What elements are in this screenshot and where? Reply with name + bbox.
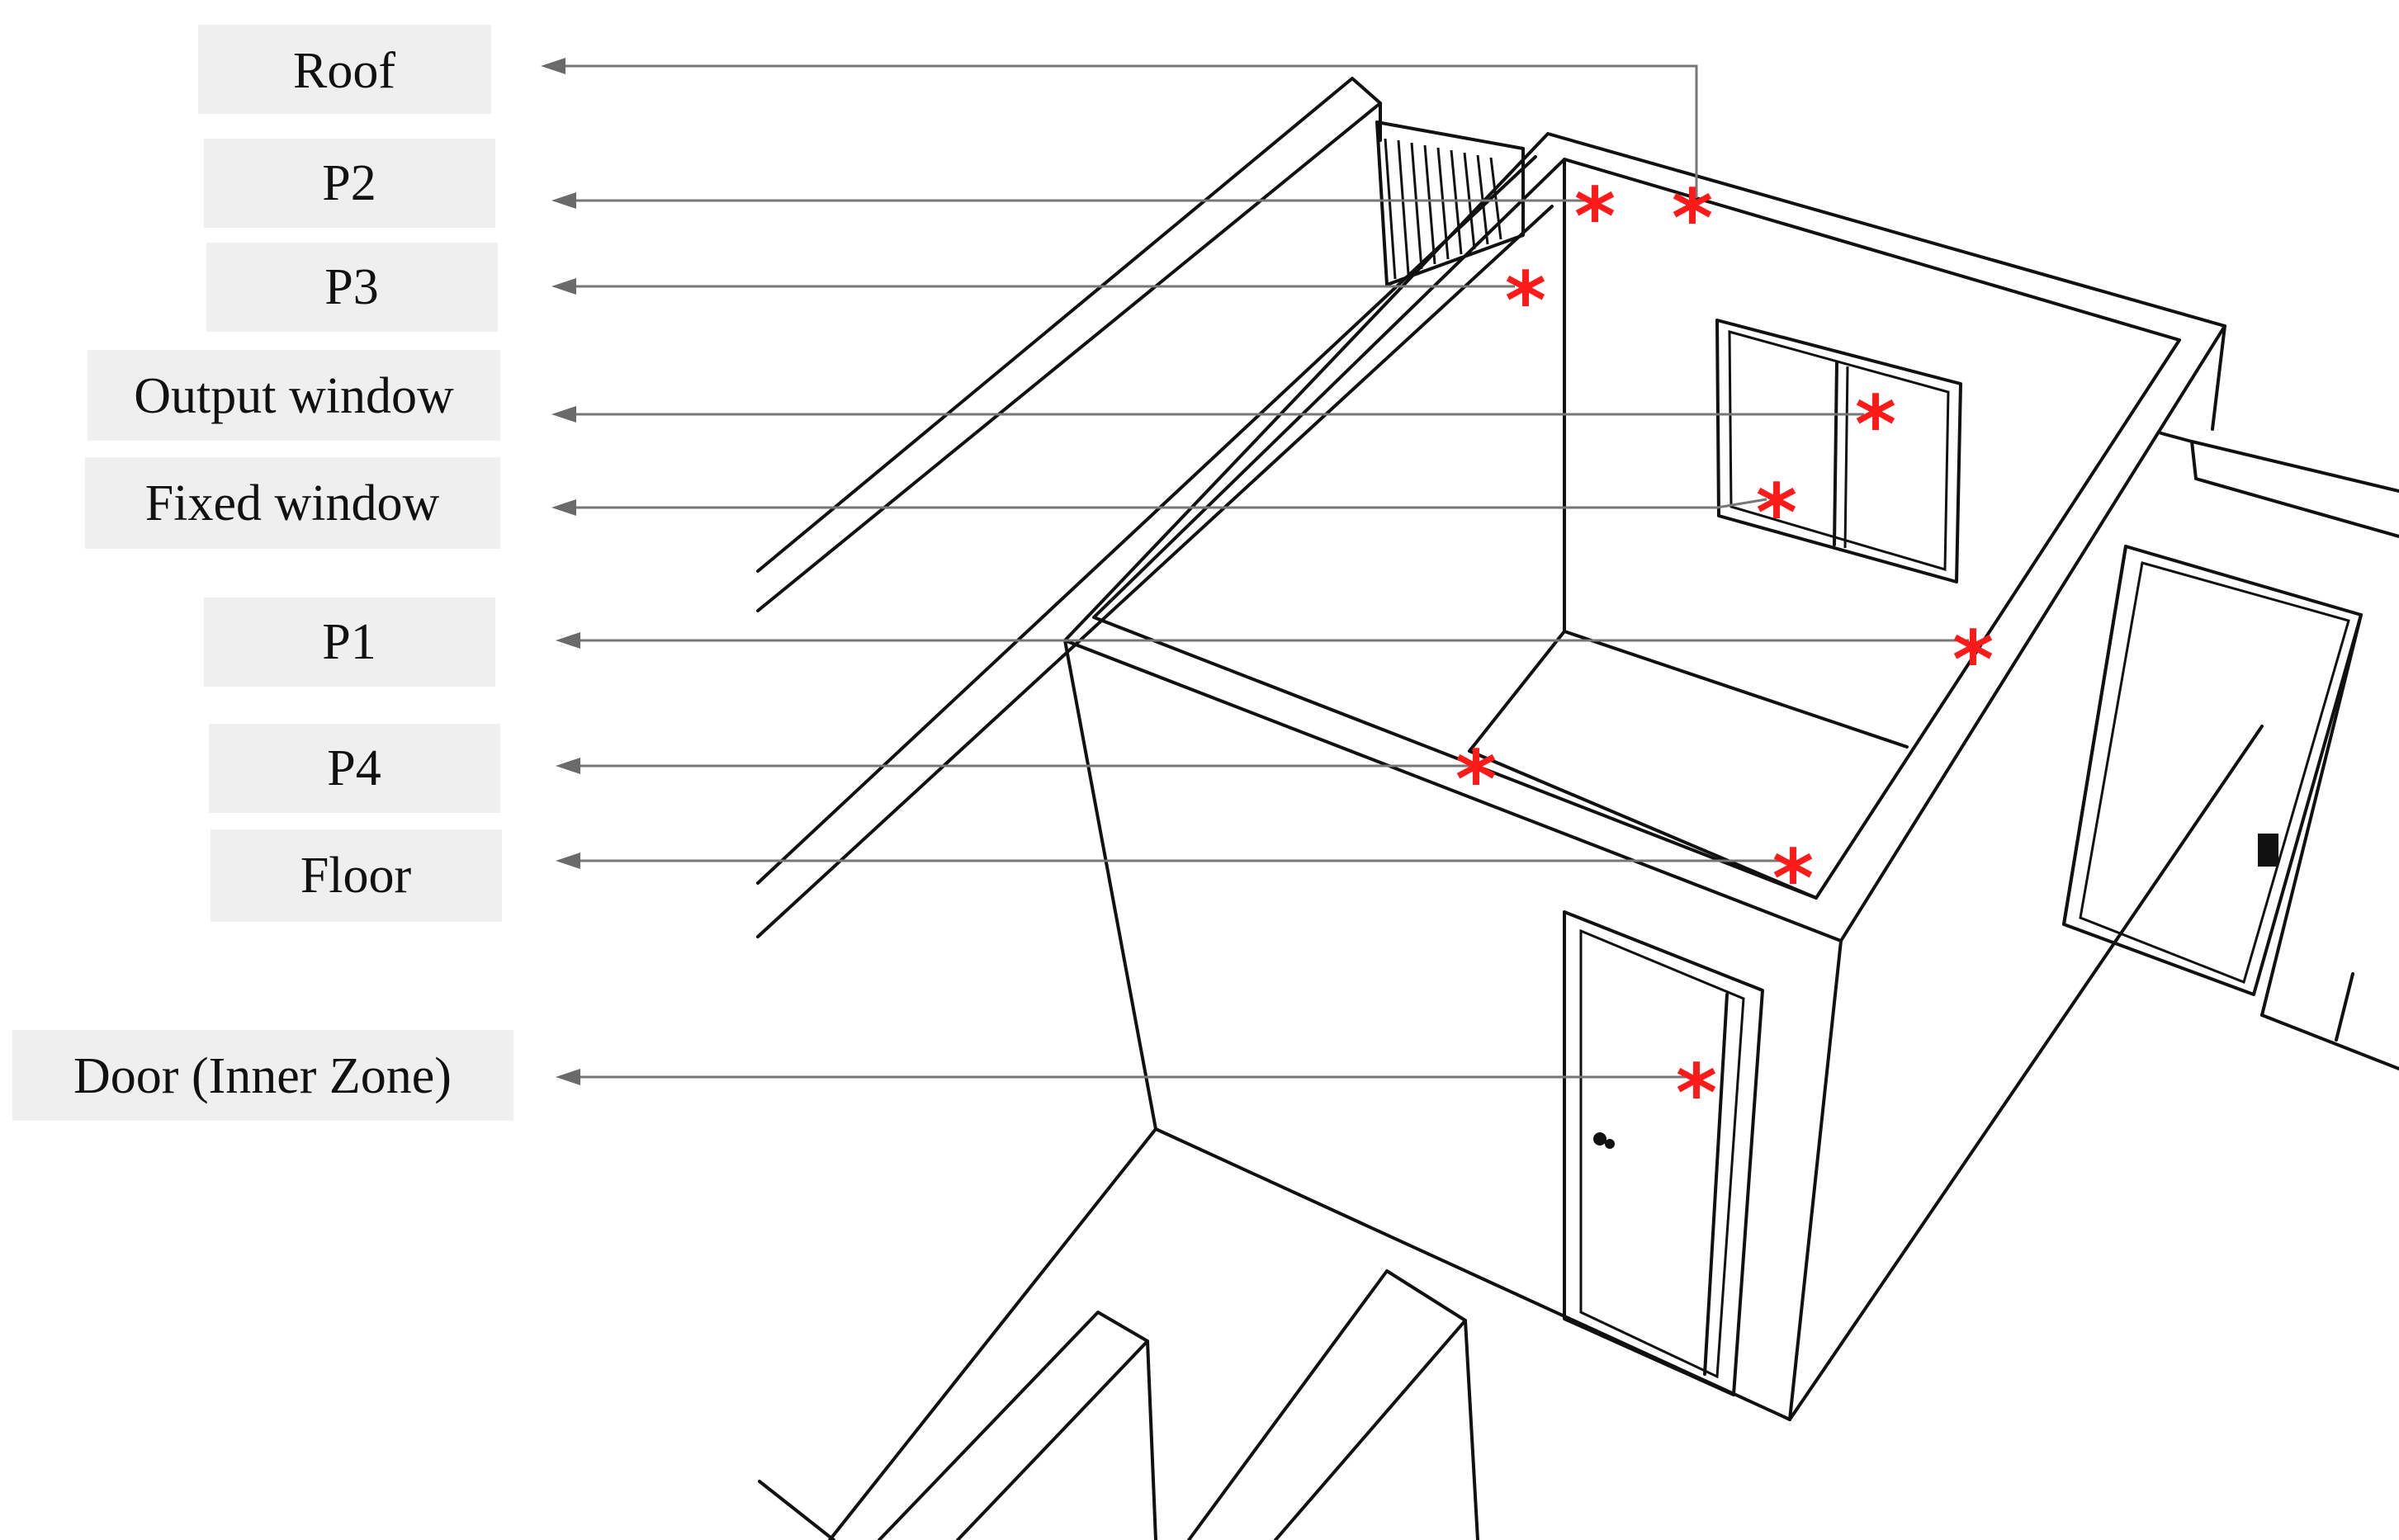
label-p3-text: P3 [324, 259, 378, 315]
arrowhead-output-window [551, 406, 576, 423]
label-floor-text: Floor [300, 848, 412, 904]
label-door-inner-zone-text: Door (Inner Zone) [73, 1048, 452, 1104]
label-p4: P4 [209, 724, 500, 813]
label-fixed-window-text: Fixed window [145, 475, 440, 531]
label-p3: P3 [206, 243, 498, 332]
leader-roof [561, 64, 1698, 198]
marker-fixed-window: * [1756, 467, 1797, 560]
label-p4-text: P4 [327, 740, 381, 796]
label-p2: P2 [204, 139, 495, 228]
window [1715, 319, 1962, 583]
label-fixed-window: Fixed window [85, 457, 500, 549]
marker-p3: * [1505, 255, 1546, 347]
arrowhead-fixed-window [551, 499, 576, 516]
marker-door-inner-zone: * [1676, 1047, 1717, 1140]
room-interior [1468, 158, 1909, 900]
room-top-rim [1063, 132, 2226, 942]
label-roof-text: Roof [293, 43, 395, 99]
marker-floor: * [1772, 833, 1814, 925]
arrowhead-floor [556, 853, 580, 869]
marker-p4: * [1455, 734, 1497, 826]
leader-lines [541, 58, 1969, 1085]
label-door-inner-zone: Door (Inner Zone) [12, 1030, 513, 1121]
label-p1-text: P1 [322, 614, 376, 670]
marker-p1: * [1952, 614, 1994, 706]
marker-p2: * [1574, 171, 1616, 263]
adjacent-room [2062, 432, 2399, 1070]
arrowhead-p1 [556, 632, 580, 649]
label-p2-text: P2 [322, 155, 376, 211]
building-sketch [756, 77, 2399, 1540]
label-output-window: Output window [88, 350, 500, 441]
arrowhead-p3 [551, 278, 576, 295]
label-p1: P1 [204, 598, 495, 687]
front-door [1563, 910, 1764, 1396]
label-floor: Floor [211, 829, 502, 922]
labels: Roof P2 P3 Output window Fixed window P1… [12, 25, 513, 1121]
label-roof: Roof [198, 25, 491, 114]
vent-grille [1375, 120, 1525, 286]
arrowhead-p4 [556, 758, 580, 774]
marker-roof: * [1672, 172, 1713, 265]
arrowhead-door-inner-zone [556, 1069, 580, 1085]
arrowhead-p2 [551, 192, 576, 209]
left-parallel-walls [756, 77, 1554, 938]
label-output-window-text: Output window [134, 368, 454, 424]
lower-walls [758, 1127, 1479, 1540]
sensor-markers: * * * * * * * * * [1455, 171, 1994, 1140]
arrowhead-roof [541, 58, 565, 74]
leader-fixed-window [570, 498, 1767, 509]
marker-output-window: * [1855, 379, 1896, 471]
